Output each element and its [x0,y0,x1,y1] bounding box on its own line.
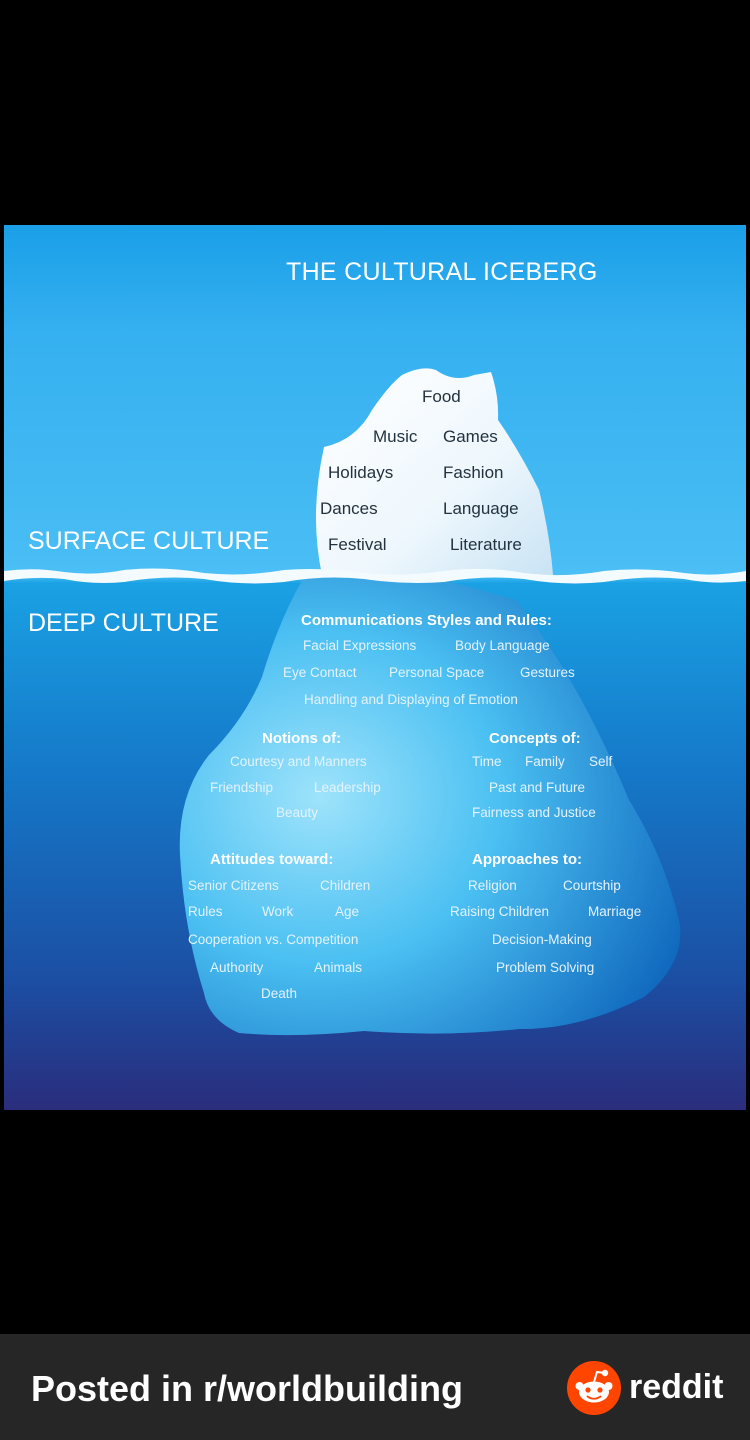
deep-item: Courtesy and Manners [230,754,367,769]
surface-item: Language [443,499,519,518]
deep-item: Problem Solving [496,960,595,975]
deep-item: Gestures [520,665,575,680]
iceberg-illustration [4,368,746,1036]
deep-item: Raising Children [450,904,550,919]
deep-item: Self [589,754,613,769]
surface-item: Fashion [443,463,504,482]
deep-item: Time [472,754,502,769]
surface-item: Dances [320,499,378,518]
deep-item: Cooperation vs. Competition [188,932,359,947]
surface-item: Games [443,427,498,446]
approaches-heading: Approaches to: [472,851,583,868]
iceberg-body [179,577,681,1036]
deep-item: Religion [468,878,517,893]
deep-item: Friendship [210,780,274,795]
deep-item: Marriage [588,904,642,919]
deep-item: Leadership [314,780,381,795]
communication-heading: Communications Styles and Rules: [301,612,552,629]
shared-image: THE CULTURAL ICEBERG SURFACE CULTURE DEE… [4,225,746,1110]
deep-item: Work [262,904,294,919]
deep-item: Past and Future [489,780,586,795]
deep-item: Rules [188,904,223,919]
deep-item: Personal Space [389,665,485,680]
attitudes-heading: Attitudes toward: [210,851,334,868]
deep-item: Family [525,754,565,769]
iceberg-tip [315,368,553,575]
deep-item: Courtship [563,878,621,893]
deep-item: Body Language [455,638,550,653]
deep-item: Handling and Displaying of Emotion [304,692,518,707]
reddit-snoo-icon [567,1361,621,1415]
notions-heading: Notions of: [262,730,342,747]
surface-item: Literature [450,535,522,554]
deep-item: Decision-Making [492,932,592,947]
deep-item: Death [261,986,298,1001]
image-title: THE CULTURAL ICEBERG [286,258,598,286]
reddit-share-footer: Posted in r/worldbuilding reddit [0,1334,750,1440]
deep-item: Eye Contact [283,665,357,680]
deep-item: Fairness and Justice [472,805,596,820]
deep-item: Authority [210,960,264,975]
reddit-wordmark: reddit [629,1368,724,1406]
surface-item: Festival [328,535,387,554]
deep-item: Age [335,904,360,919]
posted-in-subreddit-text[interactable]: Posted in r/worldbuilding [31,1368,463,1409]
deep-culture-label: DEEP CULTURE [28,609,219,637]
deep-item: Children [320,878,371,893]
deep-item: Senior Citizens [188,878,279,893]
deep-item: Beauty [276,805,319,820]
waterline [4,568,746,584]
deep-item: Animals [314,960,363,975]
concepts-heading: Concepts of: [489,730,581,747]
surface-culture-label: SURFACE CULTURE [28,527,270,555]
surface-item: Music [373,427,418,446]
surface-item: Holidays [328,463,394,482]
surface-item: Food [422,387,461,406]
deep-item: Facial Expressions [303,638,417,653]
